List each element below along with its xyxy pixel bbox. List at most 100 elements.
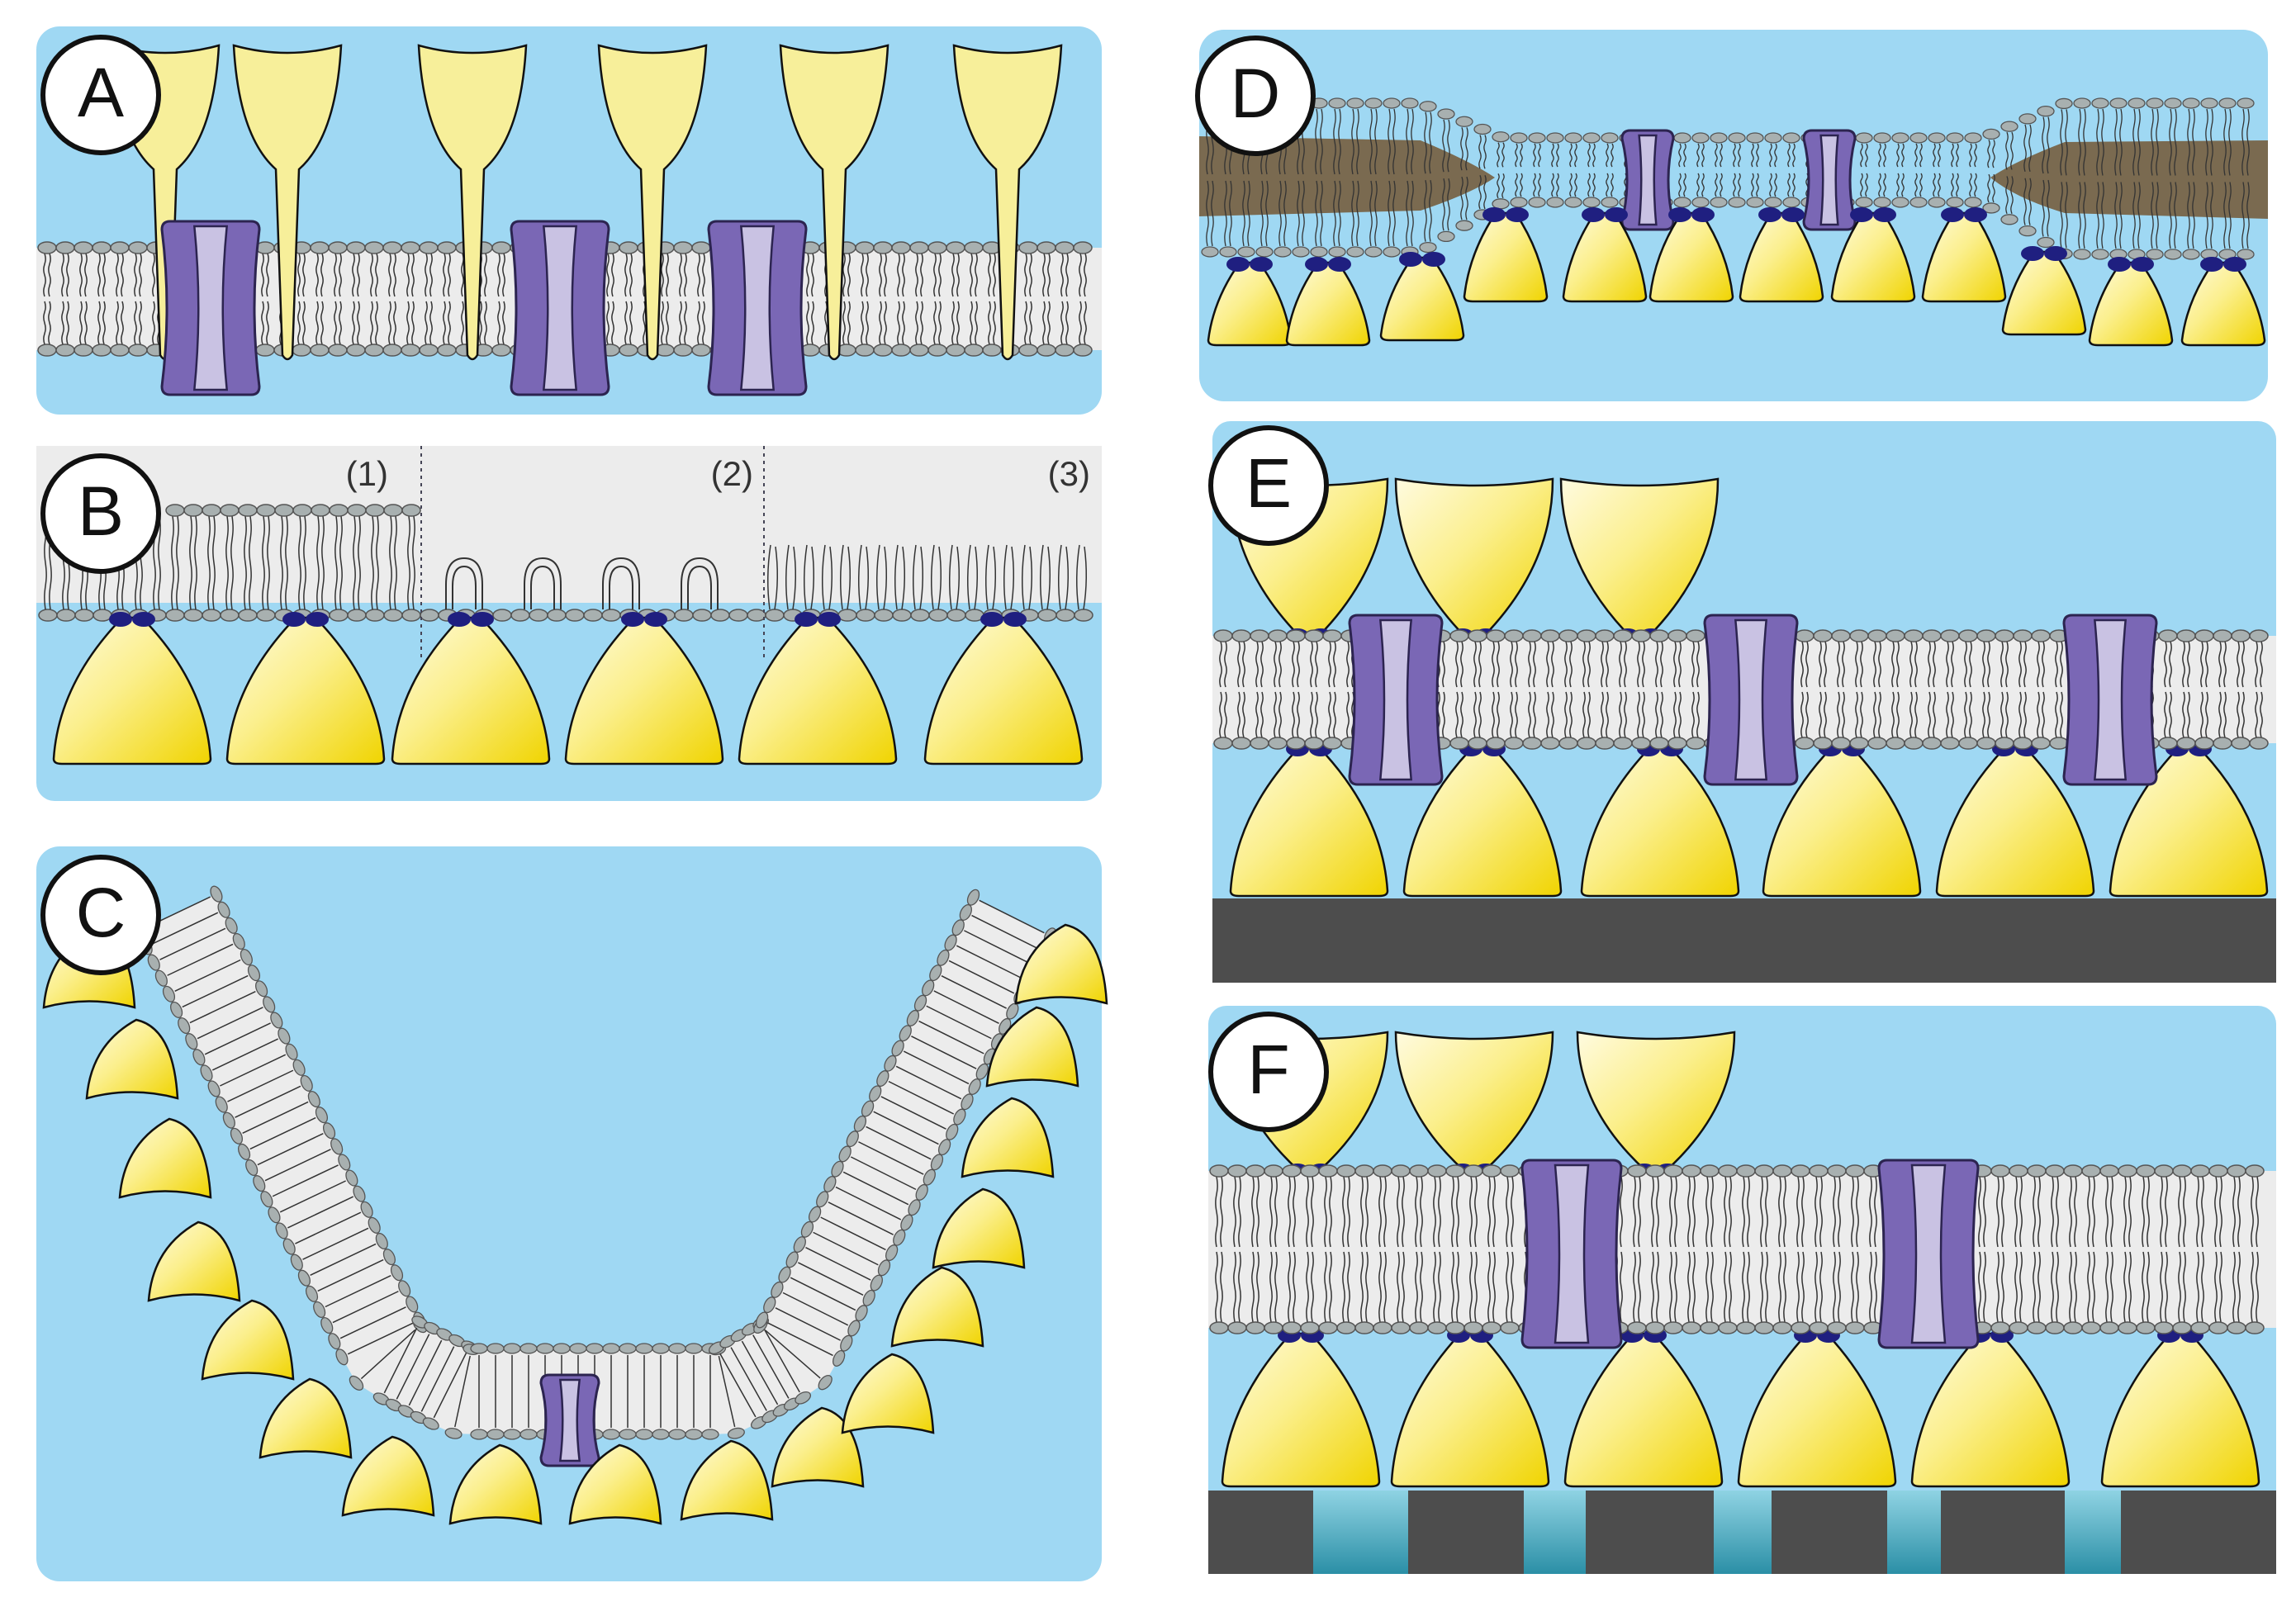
lipid-tail: [1442, 119, 1445, 173]
lipid-tail: [2192, 108, 2195, 176]
lipid-head: [1522, 629, 1542, 642]
lipid-tail: [2105, 1176, 2109, 1248]
panel-c-curved-bilayer: [132, 885, 1057, 1467]
lipid-tail: [1324, 1176, 1327, 1248]
lipid-tail: [2023, 124, 2027, 172]
lipid-head: [1328, 97, 1346, 109]
lipid-head: [966, 889, 980, 906]
lipid-head: [444, 1427, 463, 1439]
panel-b: (1) (2) (3): [36, 446, 1102, 801]
lipid-tail: [2123, 1176, 2127, 1248]
lipid-tail: [2218, 641, 2222, 688]
lipid-tail: [2142, 1251, 2145, 1323]
lipid-tail: [1587, 691, 1591, 738]
lipid-tail: [1220, 1176, 1223, 1248]
lipid-tail: [1765, 1251, 1768, 1323]
lipid-head: [1682, 1321, 1701, 1334]
lipid-tail: [1433, 1251, 1436, 1323]
lipid-tail: [315, 301, 319, 345]
lipid-tail: [2232, 1176, 2236, 1248]
lipid-tail: [1255, 641, 1259, 688]
lipid-head: [1255, 246, 1274, 258]
lipid-tail: [1442, 691, 1445, 738]
lipid-head: [1492, 198, 1510, 210]
lipid-head: [1492, 131, 1510, 143]
lipid-tail: [857, 544, 862, 610]
lipid-tail: [2174, 108, 2177, 176]
lipid-head: [1209, 1321, 1229, 1334]
lipid-tail: [1383, 1251, 1387, 1323]
lipid-tail: [334, 515, 338, 610]
lipid-tail: [763, 1328, 800, 1393]
lipid-tail: [933, 301, 937, 345]
lipid-head: [1667, 737, 1687, 750]
lipid-tail: [2069, 1251, 2072, 1323]
panel-d-cushions: [1207, 207, 2266, 347]
lipid-tail: [1928, 641, 1931, 688]
lipid-head: [1813, 737, 1833, 750]
protein-channel-icon: [1520, 1159, 1623, 1349]
lipid-tail: [2169, 691, 2172, 738]
lipid-tail: [974, 546, 979, 610]
lipid-head: [38, 609, 58, 622]
svg-text:A: A: [78, 54, 124, 131]
lipid-tail: [121, 253, 124, 297]
lipid-head: [1336, 1164, 1356, 1178]
lipid-tail: [1674, 1176, 1677, 1248]
lipid-tail: [1292, 641, 1295, 688]
panel-b-sublabel-2: (2): [711, 454, 753, 493]
lipid-head: [1419, 101, 1437, 112]
lipid-head: [2200, 97, 2218, 109]
lipid-head: [1018, 241, 1038, 254]
lipid-head: [1990, 1321, 2010, 1334]
lipid-head: [982, 344, 1002, 357]
lipid-tail: [266, 301, 269, 345]
lipid-tail: [1306, 1176, 1309, 1248]
lipid-head: [256, 609, 276, 622]
lipid-head: [1528, 132, 1546, 144]
lipid-tail: [697, 301, 700, 345]
lipid-head: [165, 609, 185, 622]
lipid-tail: [2219, 1251, 2222, 1323]
lipid-tail: [1538, 173, 1541, 197]
lipid-tail: [2078, 108, 2081, 176]
substrate-block: [1586, 1491, 1714, 1574]
lipid-tail: [1720, 143, 1723, 168]
lipid-tail: [1406, 108, 1409, 175]
lipid-head: [55, 241, 75, 254]
lipid-head: [2182, 249, 2200, 260]
lipid-head: [2176, 629, 2196, 642]
yellow-cushion-icon: [738, 612, 898, 765]
lipid-tail: [1796, 1176, 1800, 1248]
lipid-tail: [1433, 1176, 1436, 1248]
lipid-head: [2146, 249, 2164, 260]
anchor-dot: [1605, 207, 1628, 222]
lipid-tail: [139, 253, 142, 297]
lipid-tail: [102, 301, 106, 345]
lipid-head: [909, 241, 929, 254]
lipid-tail: [1024, 301, 1027, 345]
lipid-tail: [134, 253, 137, 297]
bolalipid-loop: [681, 557, 719, 609]
lipid-tail: [1724, 1251, 1727, 1323]
lipid-tail: [257, 1132, 324, 1166]
yellow-cushion-icon: [448, 1443, 543, 1525]
lipid-tail: [1582, 691, 1586, 738]
lipid-tail: [1896, 641, 1900, 688]
lipid-tail: [811, 253, 814, 297]
lipid-tail: [411, 301, 415, 345]
protein-channel-icon: [707, 220, 808, 396]
lipid-tail: [425, 301, 428, 345]
bolalipid-loop: [530, 565, 555, 609]
lipid-head: [2231, 737, 2251, 750]
lipid-tail: [79, 253, 83, 297]
lipid-tail: [1873, 691, 1876, 738]
lipid-tail: [933, 253, 937, 297]
lipid-head: [1073, 241, 1093, 254]
lipid-head: [2154, 1164, 2174, 1178]
anchor-dot: [1781, 207, 1805, 222]
lipid-tail: [1642, 641, 1645, 688]
lipid-tail: [1860, 173, 1863, 197]
lipid-tail: [1619, 641, 1622, 688]
lipid-tail: [1473, 691, 1477, 738]
